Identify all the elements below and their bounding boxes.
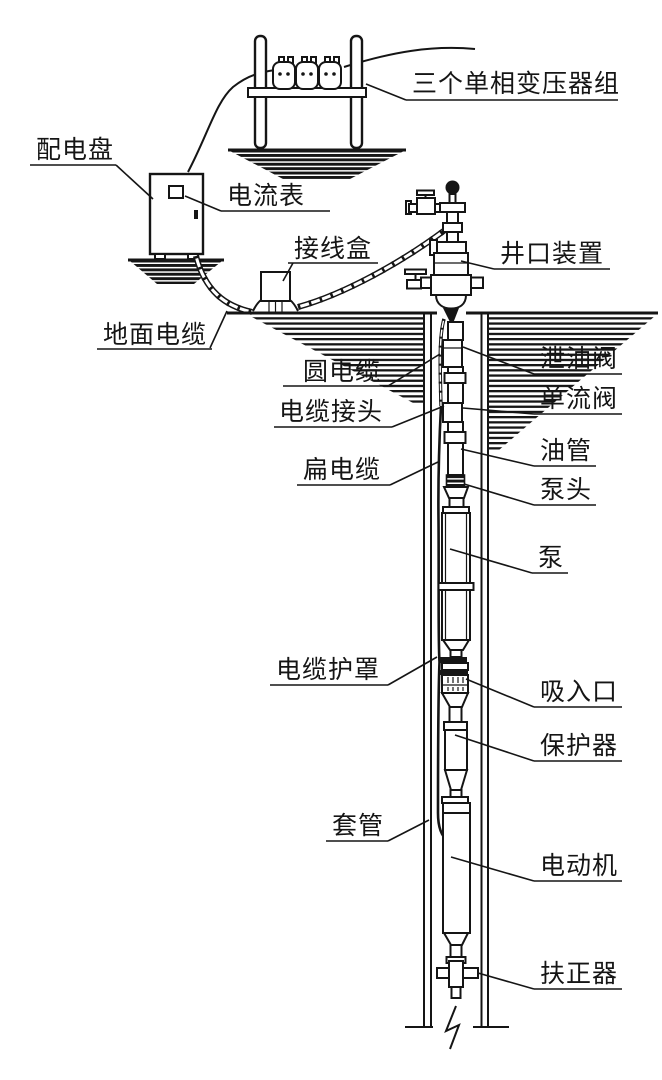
callout-cable-splice: 电缆接头 [274,398,445,428]
label-round-cable: 圆电缆 [303,358,381,386]
tubing-part [447,442,464,476]
pump-body-upper [441,512,471,584]
junction-box-drawing [252,271,299,312]
label-junction-box: 接线盒 [294,235,372,263]
intake-part [441,674,469,694]
wellhead-funnel [443,308,459,326]
panel-door-handle [194,210,198,219]
label-flat-cable: 扁电缆 [303,456,381,484]
pump-body-lower [441,589,471,641]
ground-surface-drawing [227,311,658,450]
callout-power-panel: 配电盘 [30,136,154,200]
wellhead-lower-body [430,274,472,296]
flat-cable-drawing [436,405,449,843]
label-cable-guard: 电缆护罩 [276,656,380,684]
label-wellhead: 井口装置 [500,240,604,268]
label-transformer-bank: 三个单相变压器组 [412,70,620,98]
transformer-units [272,56,342,90]
callout-wellhead: 井口装置 [460,240,610,270]
label-pump: 泵 [538,545,564,572]
wellhead-dome [434,294,468,310]
cable-guard-band-1 [440,657,467,663]
downhole-string-drawing [436,321,479,999]
label-surface-cable: 地面电缆 [103,321,207,349]
cable-guard-band-2 [440,670,468,675]
callout-motor: 电动机 [450,852,622,882]
callout-surface-cable: 地面电缆 [97,310,228,350]
motor-part [442,812,471,934]
label-protector: 保护器 [540,732,618,760]
label-casing: 套管 [332,812,384,840]
valve-handle [416,189,435,196]
callout-round-cable: 圆电缆 [283,353,441,387]
well-casing-drawing [405,313,509,1050]
label-intake: 吸入口 [540,679,618,706]
wellhead-left-valve [416,197,436,215]
side-valve-handle [404,268,427,275]
callout-drain-valve: 泄油阀 [462,345,622,375]
label-tubing: 油管 [540,437,592,465]
callout-pump-head: 泵头 [463,476,596,506]
wellhead-drawing [404,180,484,326]
callout-check-valve: 单流阀 [462,385,622,415]
callout-tubing: 油管 [460,437,596,467]
callout-protector: 保护器 [454,732,622,762]
well-bottom-break [444,1005,461,1050]
pressure-gauge [445,180,460,195]
check-valve-part [442,402,463,423]
incoming-power-line [343,46,476,68]
callout-flat-cable: 扁电缆 [297,456,439,486]
label-pump-head: 泵头 [540,476,592,504]
label-drain-valve: 泄油阀 [540,345,618,373]
wellhead-body [433,252,469,276]
label-ammeter: 电流表 [227,182,305,210]
callout-centralizer: 扶正器 [477,960,622,990]
callout-intake: 吸入口 [465,678,622,708]
label-power-panel: 配电盘 [36,136,114,164]
subsurface-hatch-left [250,316,424,404]
transformer-ground-hatch [230,151,404,179]
callout-junction-box: 接线盒 [282,235,378,282]
drain-valve-part [442,339,463,368]
ammeter-dial [168,185,184,199]
callout-cable-guard: 电缆护罩 [270,656,438,686]
callout-ammeter: 电流表 [184,182,330,212]
label-check-valve: 单流阀 [540,385,618,413]
pump-head-part [445,474,466,488]
label-centralizer: 扶正器 [540,960,618,988]
centralizer-part [436,960,479,999]
label-cable-splice: 电缆接头 [279,398,383,426]
label-motor: 电动机 [540,852,618,880]
subsurface-hatch-right [488,316,655,450]
transformer-bank-drawing [187,34,476,179]
callout-transformer-bank: 三个单相变压器组 [365,70,620,101]
power-panel-drawing [128,172,224,284]
callout-pump: 泵 [449,545,568,574]
callout-casing: 套管 [326,812,430,842]
